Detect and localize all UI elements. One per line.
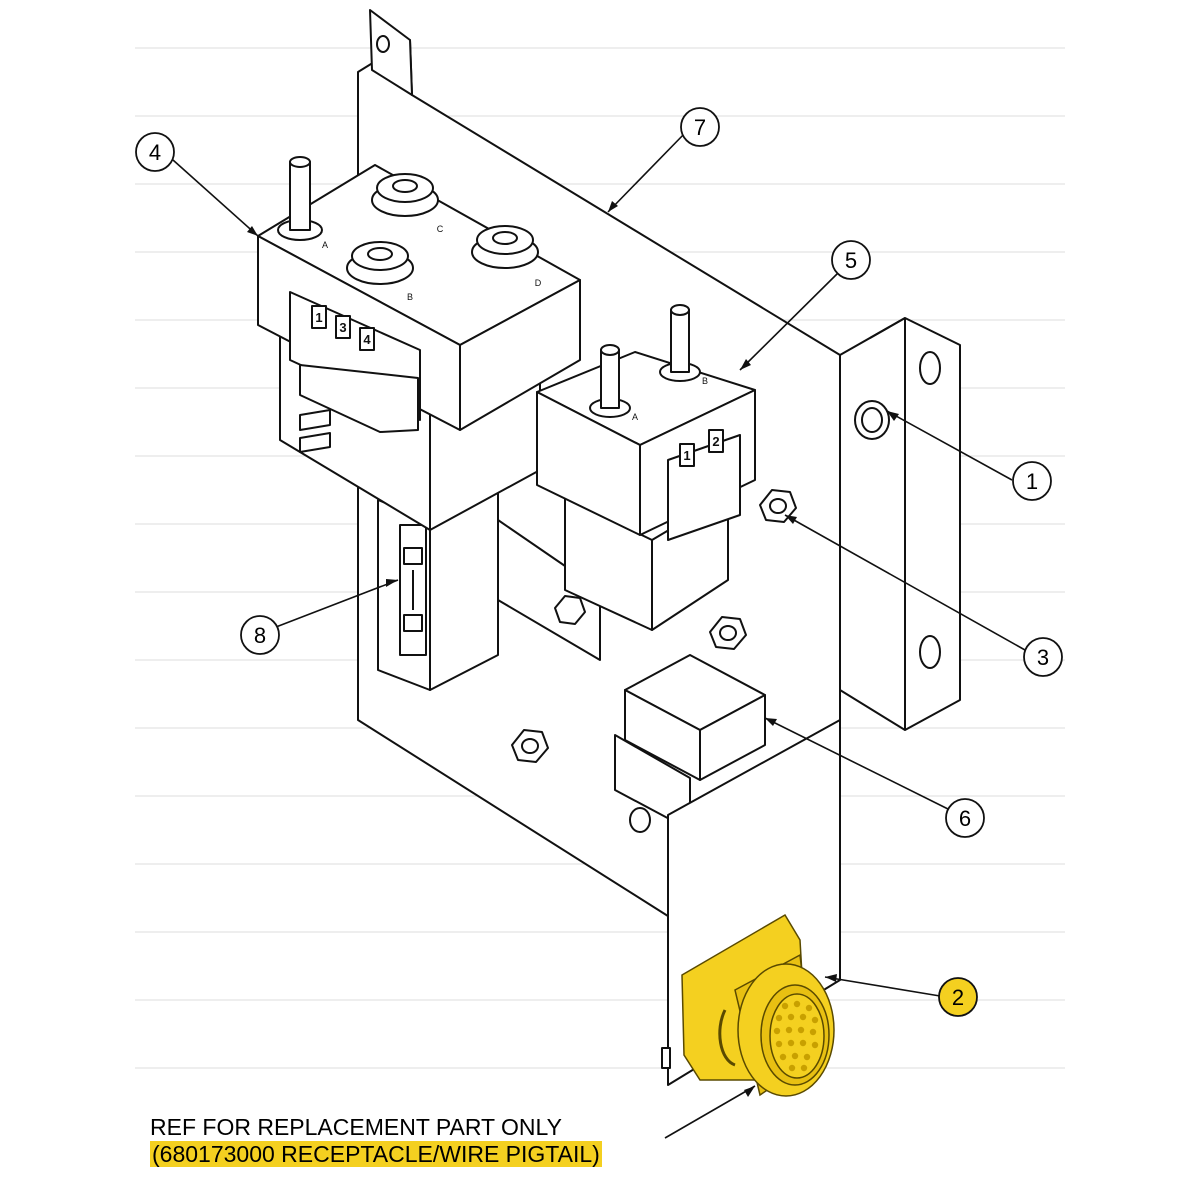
callout-5[interactable]: 5 [831, 240, 871, 280]
callout-2-label: 2 [952, 985, 964, 1010]
callout-6-circle [945, 798, 985, 838]
contactor-large [257, 156, 581, 531]
terminal-label-a-small: A [632, 412, 638, 422]
side-bracket [839, 317, 961, 731]
grommet [854, 400, 890, 440]
callout-7[interactable]: 7 [680, 107, 720, 147]
callout-6-label: 6 [959, 806, 971, 831]
terminal-label-b: B [407, 292, 413, 302]
callout-7-label: 7 [694, 115, 706, 140]
callout-5-label: 5 [845, 248, 857, 273]
note-line-2: (680173000 RECEPTACLE/WIRE PIGTAIL) [150, 1141, 602, 1167]
callout-1-circle [1012, 461, 1052, 501]
callout-3-label: 3 [1037, 645, 1049, 670]
pin-label-1-small: 1 [683, 448, 690, 463]
contactor-large-labels: 1 3 4 A B C D [315, 224, 541, 347]
contactor-small [536, 304, 756, 631]
leader-arrowheads [247, 201, 899, 1097]
callout-8-label: 8 [254, 623, 266, 648]
terminal-label-d: D [535, 278, 542, 288]
callout-7-circle [680, 107, 720, 147]
note-line-1: REF FOR REPLACEMENT PART ONLY [150, 1114, 562, 1140]
receptacle-connector [681, 913, 835, 1097]
relay [614, 654, 766, 833]
terminal-label-b-small: B [702, 376, 708, 386]
callout-2-circle [938, 977, 978, 1017]
callout-3-circle [1023, 637, 1063, 677]
pin-label-4: 4 [363, 332, 371, 347]
callout-6[interactable]: 6 [945, 798, 985, 838]
callout-8-circle [240, 615, 280, 655]
callout-4-circle [135, 132, 175, 172]
callout-4-label: 4 [149, 140, 161, 165]
plate-top-tab [369, 9, 413, 96]
callout-1-label: 1 [1026, 469, 1038, 494]
bolt-nut [511, 489, 797, 763]
pin-label-2-small: 2 [712, 434, 719, 449]
callout-8[interactable]: 8 [240, 615, 280, 655]
contactor-small-labels: 1 2 A B [632, 376, 720, 463]
callout-1[interactable]: 1 [1012, 461, 1052, 501]
callout-2[interactable]: 2 [938, 977, 978, 1017]
pin-label-1: 1 [315, 310, 322, 325]
terminal-label-a: A [322, 240, 328, 250]
leader-lines [172, 131, 1026, 1139]
callout-3[interactable]: 3 [1023, 637, 1063, 677]
callout-4[interactable]: 4 [135, 132, 175, 172]
terminal-label-c: C [437, 224, 444, 234]
callout-5-circle [831, 240, 871, 280]
pin-label-3: 3 [339, 320, 346, 335]
fuse-holder [377, 479, 499, 691]
